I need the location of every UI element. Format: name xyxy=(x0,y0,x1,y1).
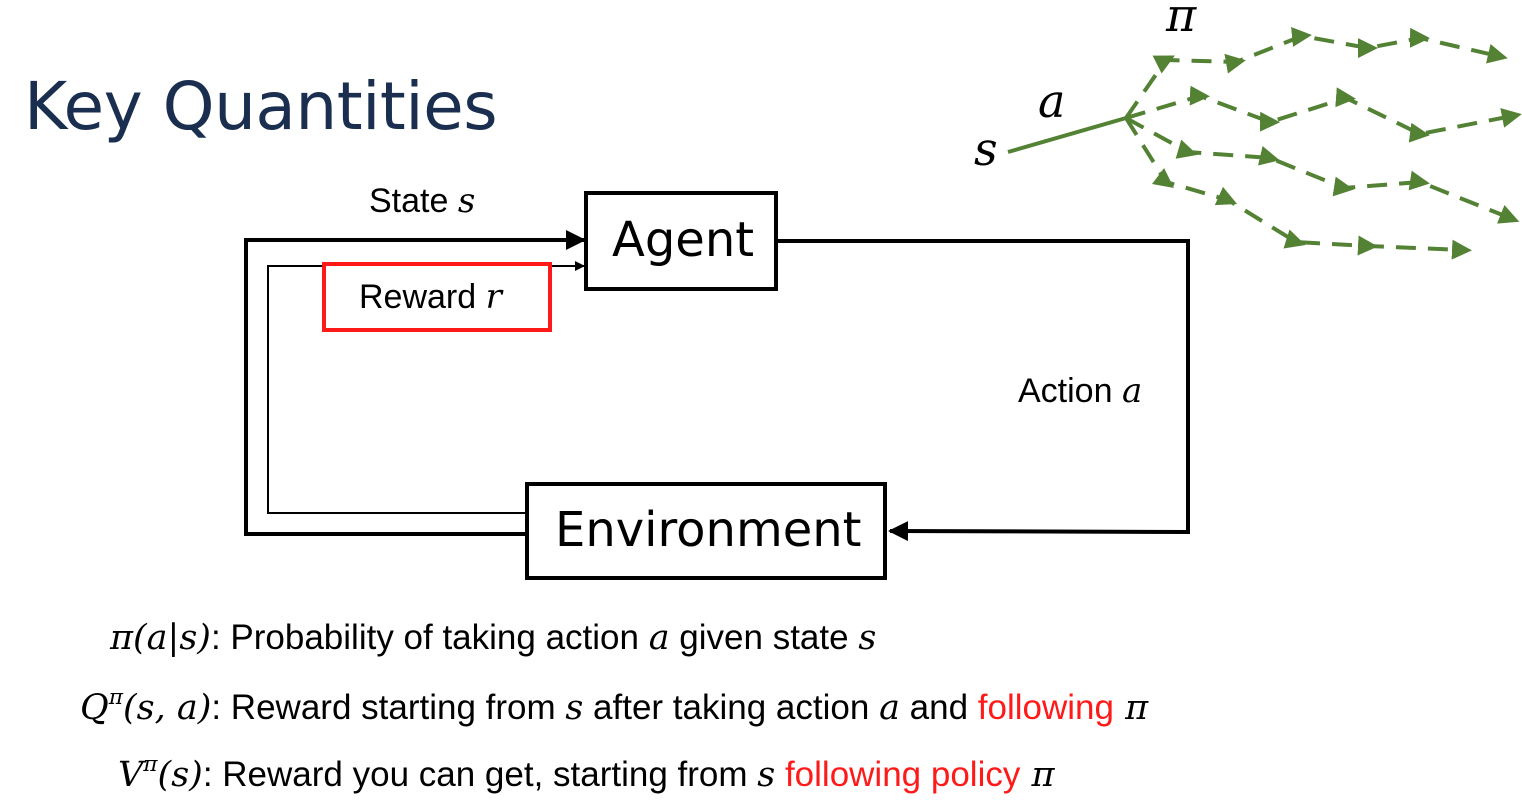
definition-line: Qπ(s, a): Reward starting from s after t… xyxy=(80,684,1149,728)
definition-highlight: following policy xyxy=(784,755,1021,794)
definition-text: : Reward you can get, starting from xyxy=(202,755,758,794)
definition-superscript: π xyxy=(143,751,158,777)
state-text: State xyxy=(369,182,449,220)
action-var: a xyxy=(1121,371,1143,411)
definition-line: Vπ(s): Reward you can get, starting from… xyxy=(118,751,1055,795)
state-label: State s xyxy=(369,181,475,221)
definition-superscript: π xyxy=(108,684,123,710)
definition-symbol: Q xyxy=(80,688,109,728)
definition-text: : Reward starting from xyxy=(211,688,566,727)
action-arrow xyxy=(776,239,1190,542)
trajectory-path xyxy=(1125,85,1522,143)
trajectory-path xyxy=(1125,116,1520,224)
state-var: s xyxy=(457,181,476,221)
environment-label: Environment xyxy=(555,502,862,558)
definition-variable: π xyxy=(1020,755,1055,795)
definition-variable: s xyxy=(858,618,877,658)
definition-variable: π xyxy=(1114,688,1149,728)
definition-variable: s xyxy=(757,755,776,795)
definition-args: (s, a) xyxy=(122,688,212,728)
trajectory-path xyxy=(1124,116,1472,260)
definition-args: (s) xyxy=(157,755,203,795)
definition-text: and xyxy=(899,688,978,727)
environment-box xyxy=(525,482,887,580)
reward-var: r xyxy=(485,277,502,317)
definition-symbol: π xyxy=(110,618,134,658)
definition-args: (a|s) xyxy=(133,618,211,658)
definition-text: : Probability of taking action xyxy=(210,618,649,657)
agent-label: Agent xyxy=(612,212,755,268)
definition-variable: a xyxy=(648,618,670,658)
definition-variable: s xyxy=(565,688,584,728)
reward-label: Reward r xyxy=(359,277,502,317)
reward-highlight-box xyxy=(322,262,552,332)
definition-variable: a xyxy=(879,688,900,728)
definition-text: given state xyxy=(669,618,859,657)
definition-text: after taking action xyxy=(583,688,880,727)
tree-action-label: a xyxy=(1038,74,1066,128)
action-text: Action xyxy=(1018,372,1113,410)
definition-line: π(a|s): Probability of taking action a g… xyxy=(110,618,876,658)
trajectory-tree xyxy=(1007,27,1522,260)
action-label: Action a xyxy=(1018,371,1142,411)
state-arrow xyxy=(244,230,586,536)
definition-highlight: following xyxy=(977,688,1114,727)
trajectory-path xyxy=(1124,27,1508,120)
tree-pi-label: π xyxy=(1166,0,1197,42)
tree-state-label: s xyxy=(974,122,998,176)
slide-title: Key Quantities xyxy=(24,68,498,145)
reward-text: Reward xyxy=(359,278,477,316)
definition-symbol: V xyxy=(118,755,144,795)
definition-text xyxy=(775,755,785,794)
agent-box xyxy=(584,191,778,291)
